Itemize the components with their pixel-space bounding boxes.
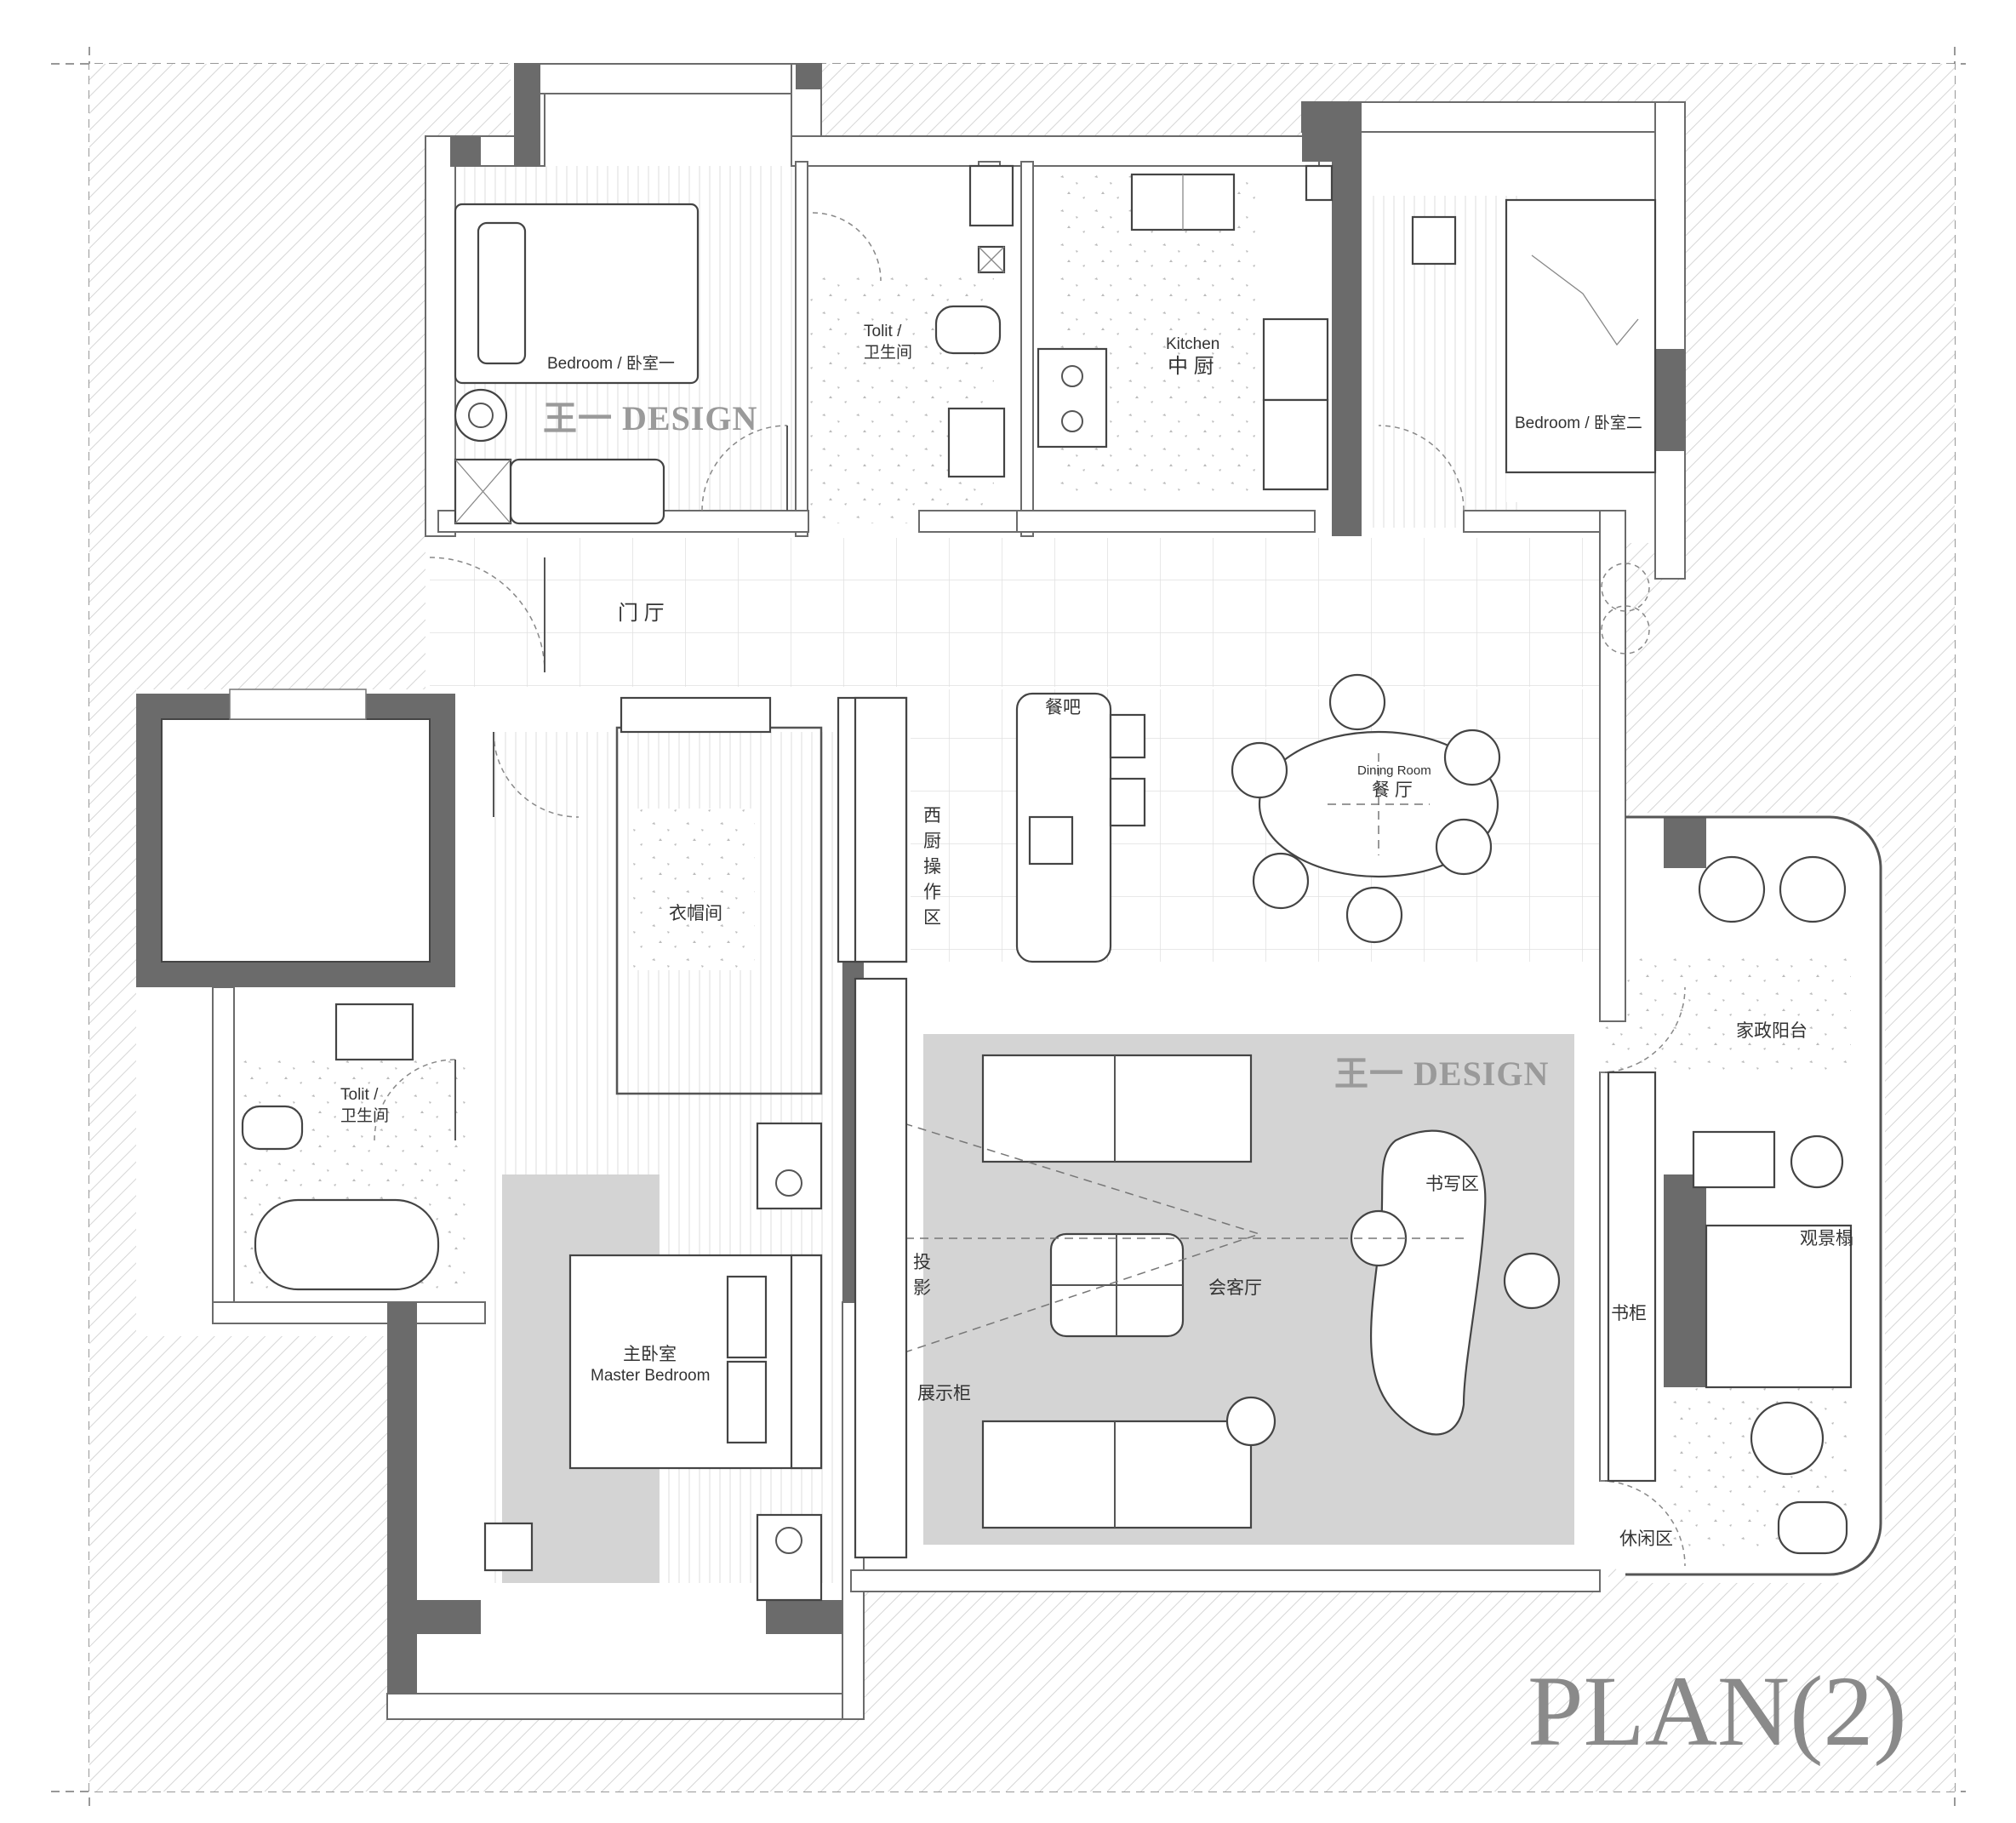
watermark-living: 王一 DESIGN — [1334, 1054, 1549, 1093]
master-bedroom-furniture — [483, 696, 908, 1602]
watermark-top: 王一 DESIGN — [543, 399, 757, 437]
label-toilet-top-en: Tolit / — [864, 323, 902, 340]
label-western-kitchen-1: 厨 — [923, 831, 941, 851]
label-western-kitchen-0: 西 — [923, 806, 941, 826]
label-master-en: Master Bedroom — [591, 1367, 710, 1385]
label-dining-bar: 餐吧 — [1045, 698, 1081, 717]
left-toilet-furniture — [241, 1003, 440, 1291]
label-housework-balcony: 家政阳台 — [1736, 1021, 1808, 1041]
label-bookcase: 书柜 — [1611, 1304, 1647, 1323]
label-dining-en: Dining Room — [1357, 763, 1431, 778]
label-dining-cn: 餐 厅 — [1372, 780, 1413, 800]
bedroom-two-furniture — [1411, 198, 1657, 474]
label-western-kitchen-4: 区 — [923, 908, 941, 928]
label-toilet-top-cn: 卫生间 — [864, 343, 912, 362]
label-master-cn: 主卧室 — [623, 1345, 677, 1364]
doors — [374, 212, 1686, 1567]
label-writing-area: 书写区 — [1425, 1174, 1479, 1194]
bedroom-one-furniture — [454, 203, 700, 525]
label-cloakroom: 衣帽间 — [669, 904, 722, 923]
label-display-cabinet: 展示柜 — [917, 1384, 971, 1403]
balcony-furniture — [1607, 815, 1882, 1576]
label-kitchen-en: Kitchen — [1166, 335, 1219, 353]
plan-title: PLAN(2) — [1528, 1655, 1907, 1767]
toilet-top-furniture — [934, 164, 1014, 478]
label-projection-0: 投 — [913, 1253, 931, 1272]
label-projection-1: 影 — [913, 1278, 931, 1298]
label-bedroom-one: Bedroom / 卧室一 — [547, 354, 675, 373]
label-western-kitchen-2: 操 — [923, 857, 941, 877]
label-bedroom-two: Bedroom / 卧室二 — [1515, 414, 1642, 432]
label-leisure-area: 休闲区 — [1619, 1529, 1673, 1549]
label-toilet-left-cn: 卫生间 — [340, 1106, 389, 1125]
label-kitchen-cn: 中 厨 — [1168, 355, 1214, 378]
label-living-room: 会客厅 — [1208, 1278, 1262, 1298]
label-entrance: 门 厅 — [618, 602, 665, 625]
label-toilet-left-en: Tolit / — [340, 1086, 379, 1104]
room-labels: Bedroom / 卧室一 Tolit / 卫生间 Kitchen 中 厨 Be… — [340, 323, 1853, 1549]
living-furniture — [871, 1034, 1574, 1545]
label-view-couch: 观景榻 — [1800, 1229, 1853, 1249]
kitchen-furniture — [1037, 164, 1334, 491]
label-western-kitchen-3: 作 — [923, 883, 941, 902]
